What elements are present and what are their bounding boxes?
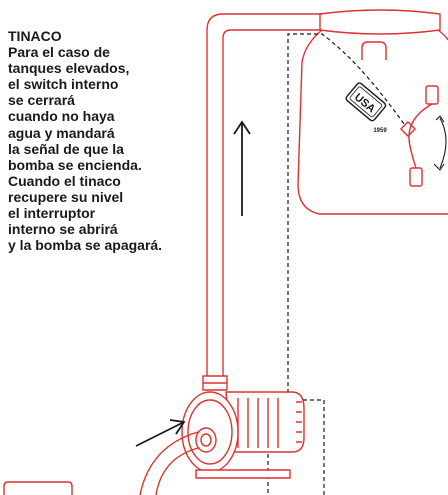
usa-logo: USA — [345, 82, 387, 122]
float-rotation-arrow — [439, 117, 447, 169]
description-line: Cuando el tinaco — [8, 172, 121, 189]
flow-in-arrow — [135, 419, 186, 447]
tank-shoulder-right — [437, 29, 448, 41]
wire-to-switch — [287, 33, 405, 400]
description-line: el switch interno — [8, 76, 119, 93]
pump-base — [195, 469, 291, 479]
flow-up-arrow — [233, 120, 251, 216]
float-switch-cable — [408, 103, 433, 169]
description-line: bomba se encienda. — [8, 156, 142, 173]
partial-frame-bottom-left — [3, 481, 73, 495]
pump-motor — [225, 391, 305, 453]
pump-inlet-inner — [200, 433, 212, 447]
description-line: Para el caso de — [8, 44, 110, 61]
description-line: y la bomba se apagará. — [8, 237, 163, 254]
tank-body — [297, 29, 448, 215]
float-rotation-arrowhead-top — [435, 115, 445, 123]
pump-end-cap — [296, 401, 302, 443]
suction-pipe — [139, 431, 199, 495]
water-pipe — [202, 13, 322, 391]
pump-volute-ring — [187, 399, 233, 465]
pipe-inner — [222, 29, 322, 376]
usa-logo-year: 1959 — [373, 128, 387, 134]
description-line: tanques elevados, — [8, 60, 130, 77]
switch-housing — [400, 121, 416, 137]
title-tinaco: TINACO — [8, 28, 62, 44]
pump-inlet — [195, 427, 217, 453]
description-block: TINACO Para el caso de tanques elevados,… — [8, 28, 208, 253]
description-line: la señal de que la — [8, 140, 124, 157]
float-rotation-arrowhead-bottom — [433, 163, 445, 171]
description-line: interno se abrirá — [8, 221, 118, 238]
description-line: el interruptor — [8, 205, 96, 222]
pipe-outer — [206, 13, 322, 376]
float-switch-bottom — [409, 167, 423, 187]
tank-hatch — [361, 41, 387, 60]
description-line: cuando no haya — [8, 108, 115, 125]
description-line: agua y mandará — [8, 124, 115, 141]
description-line: se cerrará — [8, 92, 75, 109]
tank-lid — [319, 9, 441, 35]
float-switch-top — [425, 85, 439, 105]
water-pump — [181, 391, 305, 479]
description-line: recupere su nivel — [8, 188, 124, 205]
water-tank — [297, 9, 448, 215]
